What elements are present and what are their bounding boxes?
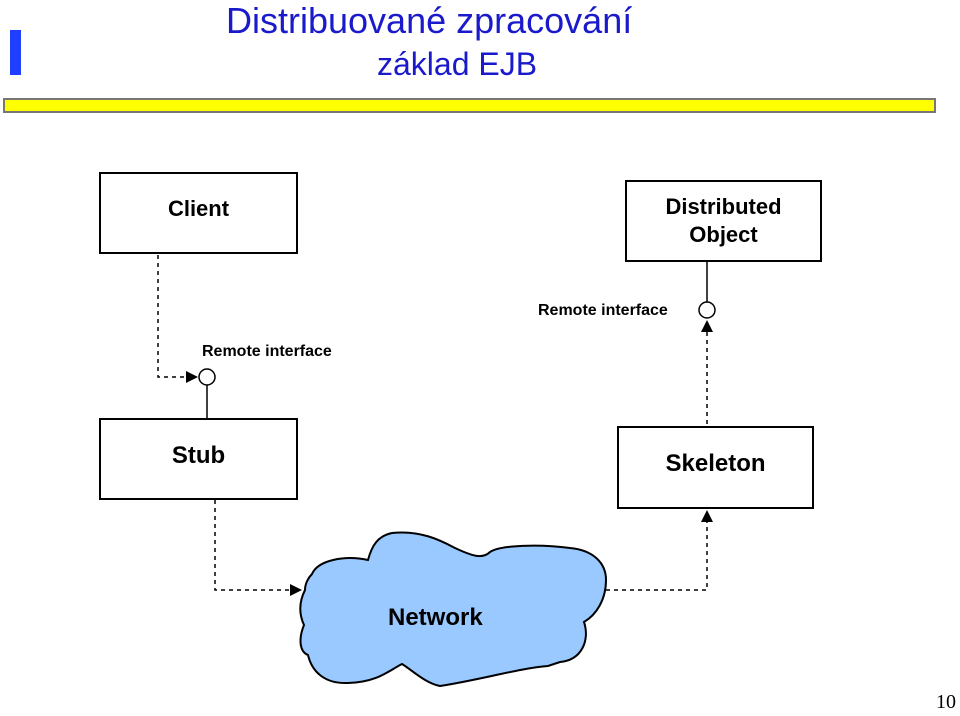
remote-interface-label-right: Remote interface xyxy=(538,302,668,319)
client-label: Client xyxy=(167,196,230,221)
network-cloud xyxy=(299,531,608,688)
distributed-object-box: Distributed Object xyxy=(625,180,822,262)
slide-title: Distribuované zpracování xyxy=(226,0,633,41)
slide-subtitle: základ EJB xyxy=(377,46,538,82)
arrowhead-left-interface xyxy=(186,371,198,383)
remote-interface-label-left: Remote interface xyxy=(202,343,332,360)
stub-label: Stub xyxy=(171,442,226,469)
stub-to-network-connector xyxy=(214,500,292,591)
left-interface-lollipop xyxy=(198,368,216,386)
stub-box: Stub xyxy=(99,418,298,500)
arrowhead-network xyxy=(290,584,302,596)
skeleton-label: Skeleton xyxy=(665,450,766,477)
skeleton-box: Skeleton xyxy=(617,426,814,509)
distributed-object-label-line2: Object xyxy=(689,222,758,247)
client-box: Client xyxy=(99,172,298,254)
arrowhead-skeleton xyxy=(701,510,713,522)
distributed-object-label-line1: Distributed xyxy=(665,194,782,219)
page-number: 10 xyxy=(936,691,956,713)
title-accent-bar xyxy=(10,30,21,75)
client-to-interface-connector xyxy=(157,255,188,378)
network-label: Network xyxy=(388,604,483,631)
title-divider-bar xyxy=(3,98,936,113)
right-interface-lollipop xyxy=(698,301,716,319)
arrowhead-right-interface xyxy=(701,320,713,332)
network-to-skeleton-connector xyxy=(606,522,708,591)
